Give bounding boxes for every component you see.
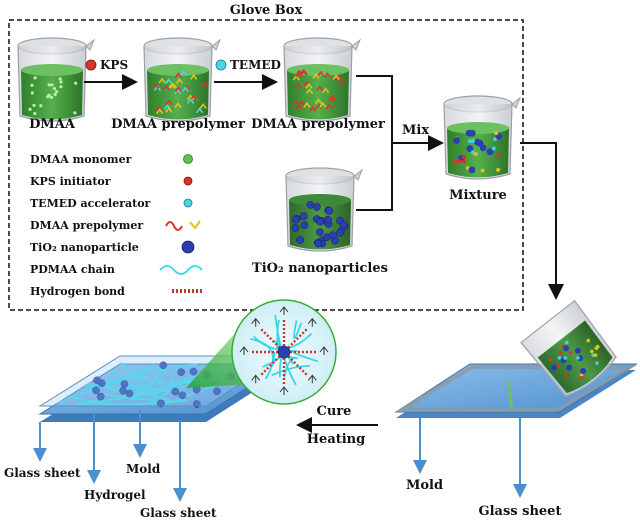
step-label-prepolymer-1: DMAA prepolymer xyxy=(111,117,245,132)
temed-label: TEMED xyxy=(230,58,281,72)
cure-label: Cure xyxy=(317,404,352,419)
step-label-prepolymer-2: DMAA prepolymer xyxy=(251,117,385,132)
glove-box-title: Glove Box xyxy=(230,3,303,18)
legend-item-temed-accelerator: TEMED accelerator xyxy=(30,197,151,210)
mixture-to-mold-arrow xyxy=(520,142,564,300)
wavy-chain-icon xyxy=(159,265,203,275)
prepolymer-chain-icon xyxy=(165,221,183,231)
beakers-group xyxy=(17,37,522,252)
right-mold-label: Mold xyxy=(406,478,443,493)
left-hydrogel-label: Hydrogel xyxy=(84,488,146,502)
nanoparticles-label: TiO₂ nanoparticles xyxy=(252,261,388,276)
right-mold-frame xyxy=(394,365,638,412)
temed-cyan-sphere-icon xyxy=(215,59,227,71)
mixture-label: Mixture xyxy=(449,188,507,203)
heating-label: Heating xyxy=(307,432,365,447)
beaker-prepolymer-1 xyxy=(143,37,222,122)
blue-sphere-icon xyxy=(181,240,195,254)
mix-connector xyxy=(356,75,393,211)
legend-item-pdmaa-chain: PDMAA chain xyxy=(30,263,115,276)
pouring-beaker xyxy=(520,299,617,398)
beaker-mixture xyxy=(443,95,522,180)
legend-item-dmaa-prepolymer: DMAA prepolymer xyxy=(30,219,143,232)
left-glass-top-label: Glass sheet xyxy=(4,466,81,480)
left-glass-bottom-label: Glass sheet xyxy=(140,506,217,520)
pouring-stream xyxy=(506,379,514,409)
kps-red-sphere-icon xyxy=(85,59,97,71)
cyan-sphere-icon xyxy=(183,198,193,208)
kps-label: KPS xyxy=(100,58,128,72)
legend: DMAA monomer KPS initiator TEMED acceler… xyxy=(30,153,204,298)
beaker-dmaa xyxy=(17,37,96,122)
legend-item-dmaa-monomer: DMAA monomer xyxy=(30,153,132,166)
prepolymer-yellow-chain-icon xyxy=(189,220,201,230)
zoomed-network xyxy=(239,306,329,395)
beaker-prepolymer-2 xyxy=(283,37,362,122)
right-mold-assembly: Mold Glass sheet xyxy=(394,363,638,519)
legend-item-tio2-nanoparticle: TiO₂ nanoparticle xyxy=(30,241,139,254)
legend-item-kps-initiator: KPS initiator xyxy=(30,175,111,188)
right-glass-label: Glass sheet xyxy=(479,504,562,519)
left-mold-label: Mold xyxy=(126,462,161,476)
green-sphere-icon xyxy=(183,154,193,164)
step-label-dmaa: DMAA xyxy=(29,117,76,132)
legend-item-hydrogen-bond: Hydrogen bond xyxy=(30,285,125,298)
beaker-tio2-nanoparticles xyxy=(285,167,364,252)
mix-label: Mix xyxy=(402,123,429,138)
red-sphere-icon xyxy=(183,176,193,186)
